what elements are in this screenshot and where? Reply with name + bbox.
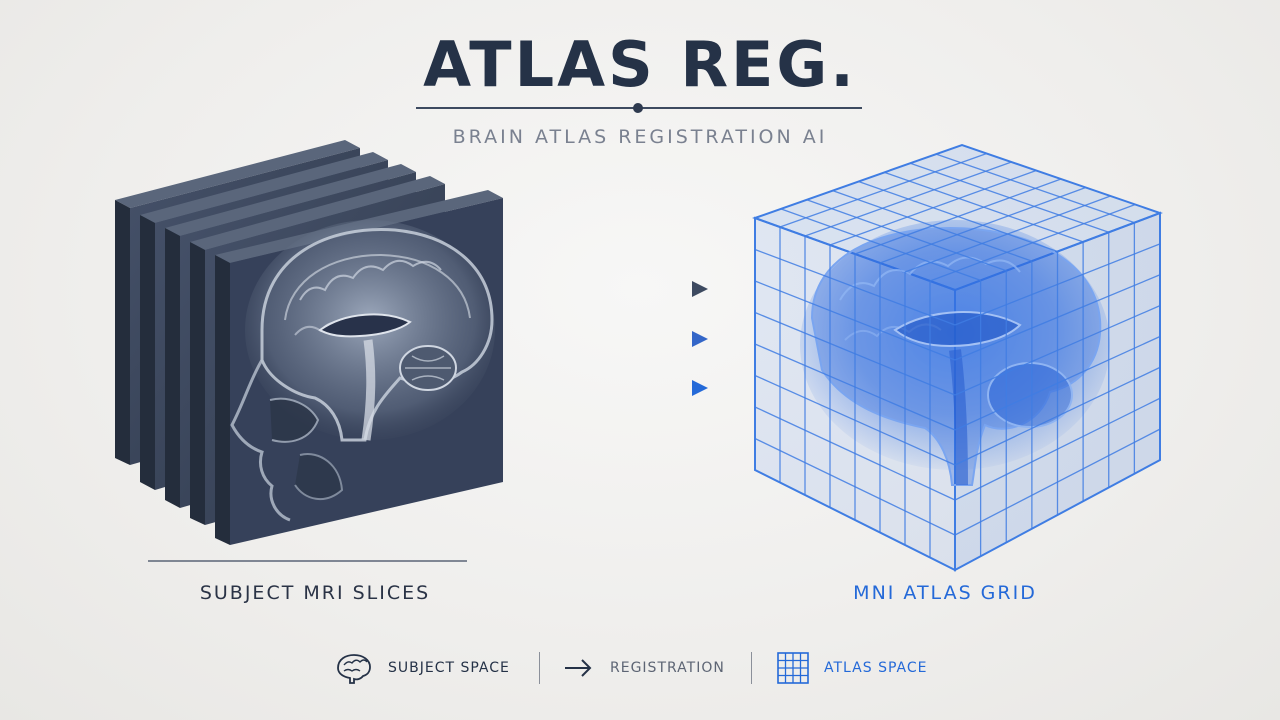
atlas-grid-line [954, 428, 1161, 536]
legend-label-subject-space: SUBJECT SPACE [388, 660, 510, 676]
page-subtitle: BRAIN ATLAS REGISTRATION AI [452, 126, 828, 148]
legend-label-atlas-space: ATLAS SPACE [824, 660, 928, 676]
sagittal-mri-image [230, 220, 495, 522]
arrow-right-icon [565, 659, 592, 677]
legend-label-registration: REGISTRATION [610, 660, 725, 676]
atlas-grid-line [954, 397, 1161, 501]
atlas-grid-line [854, 178, 1062, 255]
legend-item-subject-space: SUBJECT SPACE [332, 650, 510, 686]
atlas-grid-top [779, 152, 1136, 282]
subject-mri-caption: SUBJECT MRI SLICES [199, 582, 431, 604]
atlas-grid-line [954, 335, 1161, 431]
mri-slice-front [215, 190, 503, 545]
legend-item-atlas-space: ATLAS SPACE [776, 650, 927, 686]
atlas-grid-left [754, 227, 956, 558]
atlas-grid-line [910, 162, 1109, 233]
atlas-grid-line [884, 171, 1084, 243]
atlas-grid-line [935, 153, 1135, 224]
grid-icon [777, 652, 809, 684]
mni-atlas-cube [752, 143, 1163, 572]
arrow-1 [540, 281, 708, 297]
legend-divider [539, 652, 540, 684]
registration-arrows [540, 281, 708, 396]
atlas-grid-line [754, 343, 956, 431]
legend-bar: SUBJECT SPACE REGISTRATION ATLAS SPACE [0, 650, 1280, 686]
atlas-grid-line [754, 406, 956, 501]
atlas-grid-line [954, 366, 1161, 466]
atlas-grid-caption: MNI ATLAS GRID [853, 582, 1037, 604]
legend-divider [751, 652, 752, 684]
atlas-grid-line [754, 437, 956, 536]
mri-slice-stack [115, 140, 503, 545]
atlas-grid-line [929, 203, 1136, 282]
brain-icon [337, 654, 371, 684]
legend-item-registration: REGISTRATION [562, 650, 725, 686]
atlas-grid-line [754, 374, 956, 466]
atlas-grid-line [904, 195, 1111, 273]
page-title: ATLAS REG. [423, 28, 857, 101]
atlas-grid-right [954, 222, 1161, 557]
arrow-3 [540, 380, 708, 396]
arrow-2 [540, 331, 708, 347]
atlas-grid-line [879, 186, 1086, 264]
